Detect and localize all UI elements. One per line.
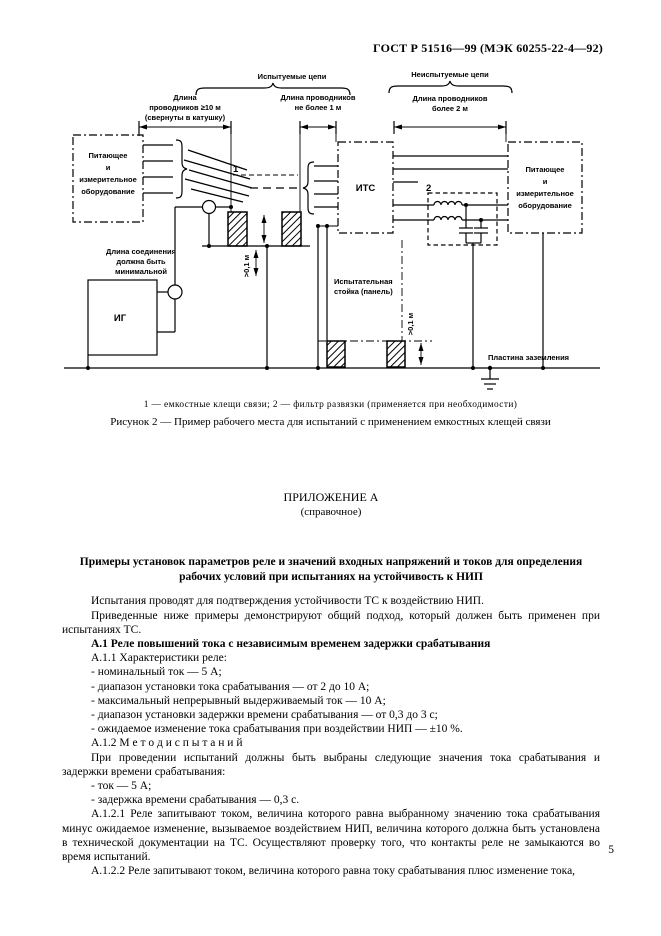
injection-path (157, 199, 233, 333)
appendix-title: ПРИЛОЖЕНИЕ А (283, 490, 379, 504)
standard-header: ГОСТ Р 51516—99 (МЭК 60255-22-4—92) (373, 41, 603, 55)
dim3-line1: Длина проводников (413, 94, 488, 103)
dimension-conductors-10m: Длина проводников ≥10 м (свернуты в кату… (138, 93, 232, 212)
min-length-line2: должна быть (116, 257, 166, 266)
left-box-line4: оборудование (81, 187, 135, 196)
dim2-line1: Длина проводников (281, 93, 356, 102)
figure-diagram: Испытуемые цепи Неиспытуемые цепи Длина … (64, 70, 600, 390)
power-equipment-left-box: Питающее и измерительное оборудование (72, 134, 144, 223)
eut-label: ИТС (356, 183, 376, 194)
ground-symbol (481, 365, 499, 390)
right-box-line1: Питающее (526, 165, 565, 174)
paragraph: - диапазон установки задержки времени ср… (91, 709, 438, 722)
ground-plate-label: Пластина заземления (488, 353, 569, 362)
paragraph: - номинальный ток — 5 А; (91, 666, 222, 679)
paragraph: А.1.1 Характеристики реле: (91, 652, 227, 665)
paragraph: А.1.2.1 Реле запитывают током, величина … (62, 808, 600, 864)
right-box-line4: оборудование (518, 201, 572, 210)
dim2-line2: не более 1 м (295, 103, 342, 112)
generator-label: ИГ (114, 313, 127, 324)
dim1-line3: (свернуты в катушку) (145, 113, 226, 122)
untested-circuits-brace: Неиспытуемые цепи (388, 70, 513, 94)
eut-box: ИТС (302, 141, 394, 234)
tested-circuits-brace: Испытуемые цепи (195, 72, 351, 96)
min-connection-note: Длина соединения должна быть минимальной (106, 247, 176, 276)
dim1-line2: проводников ≥10 м (149, 103, 221, 112)
decoupling-filter: 2 (426, 183, 498, 370)
rack-label-line2: стойка (панель) (334, 287, 393, 296)
page-number: 5 (608, 844, 614, 856)
paragraph: - диапазон установки тока срабатывания —… (91, 680, 370, 693)
untested-circuits-label: Неиспытуемые цепи (411, 70, 489, 79)
rack-label-line1: Испытательная (334, 277, 393, 286)
ground-plate-line: Пластина заземления (64, 353, 600, 369)
paragraph: Испытания проводят для подтверждения уст… (91, 595, 484, 608)
coiled-conductors (143, 139, 253, 203)
appendix-body: Испытания проводят для подтверждения уст… (62, 594, 600, 878)
paragraph: - задержка времени срабатывания — 0,3 с. (91, 794, 300, 807)
paragraph: А.1 Реле повышений тока с независимым вр… (91, 638, 491, 651)
rack-distance-label: >0,1 м (406, 312, 415, 335)
paragraph: При проведении испытаний должны быть выб… (62, 751, 600, 778)
paragraph: Приведенные ниже примеры демонстрируют о… (62, 609, 600, 636)
tested-circuits-label: Испытуемые цепи (258, 72, 327, 81)
dim1-line1: Длина (173, 93, 197, 102)
left-box-line2: и (106, 163, 111, 172)
filter-number-label: 2 (426, 183, 431, 194)
impulse-generator-box: ИГ (86, 279, 158, 370)
coupling-clamp: >0,1 м (202, 211, 310, 370)
left-box-line1: Питающее (89, 151, 128, 160)
test-rack: Испытательная стойка (панель) >0,1 м (316, 224, 432, 370)
right-box-line3: измерительное (516, 189, 574, 198)
paragraph: - максимальный непрерывный выдерживаемый… (91, 694, 386, 707)
appendix-subtitle: (справочное) (300, 506, 362, 519)
untested-wires (393, 155, 508, 221)
appendix-section: ПРИЛОЖЕНИЕ А (справочное) Примеры устано… (62, 490, 600, 878)
appendix-heading: Примеры установок параметров реле и знач… (79, 556, 583, 583)
min-length-line3: минимальной (115, 267, 167, 276)
figure-caption: Рисунок 2 — Пример рабочего места для ис… (110, 416, 551, 428)
right-box-line2: и (543, 177, 548, 186)
dimension-conductors-2m: Длина проводников более 2 м (393, 94, 507, 142)
power-equipment-right-box: Питающее и измерительное оборудование (507, 141, 583, 370)
left-box-line3: измерительное (79, 175, 137, 184)
paragraph: А.1.2 М е т о д и с п ы т а н и й (91, 737, 243, 750)
paragraph: - ожидаемое изменение тока срабатывания … (91, 723, 463, 736)
min-length-line1: Длина соединения (106, 247, 176, 256)
dim3-line2: более 2 м (432, 104, 468, 113)
figure-legend: 1 — емкостные клещи связи; 2 — фильтр ра… (143, 400, 518, 410)
clamp-number-label: 1 (233, 164, 239, 175)
paragraph: А.1.2.2 Реле запитывают током, величина … (91, 865, 576, 878)
paragraph: - ток — 5 А; (91, 780, 152, 793)
clamp-distance-label: >0,1 м (242, 254, 251, 277)
